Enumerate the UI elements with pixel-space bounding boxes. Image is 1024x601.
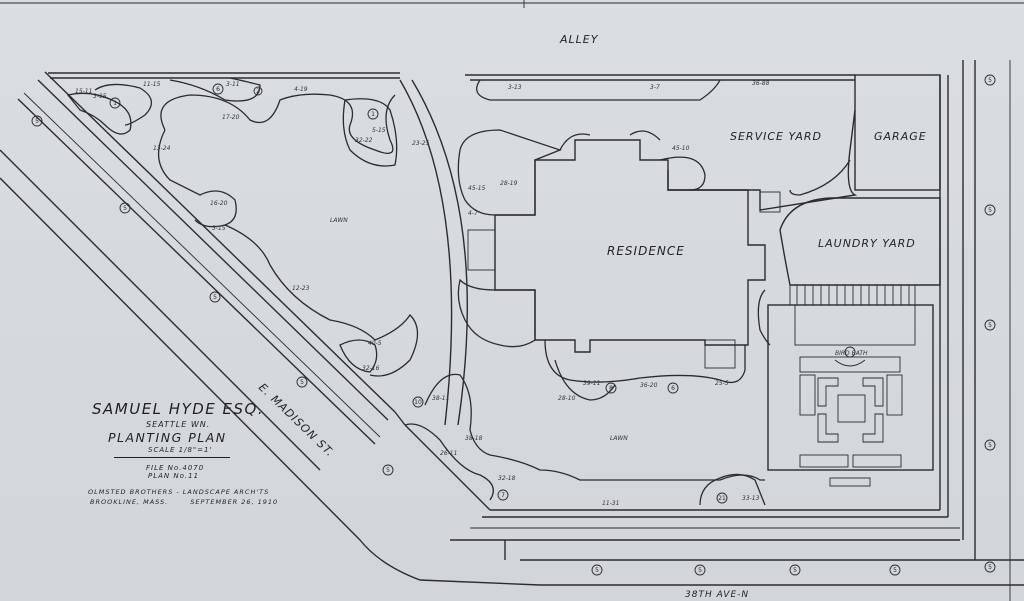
svg-text:32-18: 32-18	[498, 475, 516, 482]
svg-text:5: 5	[213, 294, 217, 301]
svg-text:5: 5	[698, 567, 702, 574]
pergola	[789, 284, 916, 306]
svg-text:5: 5	[595, 567, 599, 574]
plan-title: PLANTING PLAN	[108, 430, 227, 445]
service-steps	[759, 191, 781, 213]
svg-text:38-11: 38-11	[432, 395, 449, 402]
lawn-west-label: LAWN	[330, 217, 348, 224]
planting-labels: 15-11 11-15 3-11 4-19 3-15 17-20 5-15 32…	[75, 80, 770, 507]
east-street	[939, 60, 1011, 601]
svg-text:5: 5	[988, 77, 992, 84]
svg-text:5: 5	[386, 467, 390, 474]
laundry-yard-edge	[779, 197, 941, 286]
service-yard-edge	[667, 109, 858, 211]
svg-text:3-15: 3-15	[212, 225, 226, 232]
svg-text:5: 5	[988, 322, 992, 329]
svg-text:6: 6	[671, 385, 675, 392]
svg-text:25-5: 25-5	[715, 380, 729, 387]
svg-text:8: 8	[609, 385, 613, 392]
bird-bath	[844, 346, 856, 358]
svg-text:5: 5	[893, 567, 897, 574]
svg-text:2: 2	[256, 88, 260, 95]
svg-text:39-11: 39-11	[583, 380, 600, 387]
svg-text:21: 21	[718, 495, 726, 502]
svg-text:28-10: 28-10	[558, 395, 576, 402]
svg-text:15-11: 15-11	[75, 88, 92, 95]
svg-text:6: 6	[216, 86, 220, 93]
planting-beds	[66, 77, 851, 506]
svg-text:5: 5	[988, 564, 992, 571]
svg-text:38-18: 38-18	[465, 435, 483, 442]
title-block: SAMUEL HYDE ESQ. SEATTLE WN. PLANTING PL…	[88, 400, 298, 506]
svg-text:3-13: 3-13	[508, 84, 522, 91]
svg-text:11-31: 11-31	[602, 500, 619, 507]
svg-text:12-23: 12-23	[292, 285, 310, 292]
laundry-yard-label: LAUNDRY YARD	[818, 237, 916, 250]
garage-building	[854, 74, 941, 191]
location: SEATTLE WN.	[146, 420, 211, 429]
svg-text:10: 10	[414, 399, 422, 406]
scale-bar	[114, 454, 230, 458]
svg-text:5: 5	[793, 567, 797, 574]
firm-city-date: BROOKLINE, MASS. SEPTEMBER 26, 1910	[90, 498, 298, 506]
svg-text:32-16: 32-16	[362, 365, 380, 372]
svg-text:5: 5	[35, 118, 39, 125]
bird-bath-label: BIRD BATH	[835, 350, 868, 357]
south-steps	[704, 339, 736, 369]
38th-ave-label: 38TH AVE-N	[685, 590, 749, 600]
svg-text:28-19: 28-19	[500, 180, 518, 187]
svg-text:13-24: 13-24	[153, 145, 171, 152]
north-fence	[48, 72, 855, 81]
svg-text:4-7: 4-7	[468, 210, 478, 217]
svg-text:4-19: 4-19	[294, 86, 308, 93]
svg-text:33-13: 33-13	[742, 495, 760, 502]
svg-text:36-88: 36-88	[752, 80, 770, 87]
file-number: FILE No.4070	[146, 464, 205, 472]
client-name: SAMUEL HYDE ESQ.	[92, 400, 265, 418]
svg-text:7: 7	[501, 492, 505, 499]
svg-text:16-20: 16-20	[210, 200, 228, 207]
svg-text:3-7: 3-7	[650, 84, 660, 91]
plan-number: PLAN No.11	[148, 472, 200, 480]
svg-text:1: 1	[371, 111, 375, 118]
plan-date: SEPTEMBER 26, 1910	[190, 498, 279, 506]
svg-text:23-25: 23-25	[412, 140, 430, 147]
svg-text:1: 1	[113, 100, 117, 107]
svg-text:5: 5	[123, 205, 127, 212]
street-tree-markers: 5 5 5 5 5 5 5 5 5 5 5 5 5 5	[31, 74, 996, 576]
svg-text:3-11: 3-11	[226, 81, 240, 88]
svg-text:5: 5	[988, 207, 992, 214]
alley-label: ALLEY	[559, 33, 599, 46]
svg-text:5: 5	[988, 442, 992, 449]
drive-edge-inner	[411, 79, 468, 426]
service-yard-label: SERVICE YARD	[730, 130, 822, 143]
formal-garden	[767, 304, 934, 487]
svg-text:45-15: 45-15	[468, 185, 486, 192]
west-steps	[467, 229, 496, 271]
svg-text:32-22: 32-22	[355, 137, 373, 144]
38th-ave-street	[404, 424, 1024, 586]
firm-name: OLMSTED BROTHERS - LANDSCAPE ARCH'TS	[88, 488, 270, 496]
bed-number-markers: 1 2 6 1 10 7 8 6 21	[109, 83, 728, 504]
svg-text:40-5: 40-5	[368, 340, 382, 347]
svg-text:5: 5	[300, 379, 304, 386]
drive-edge-outer	[399, 79, 453, 426]
firm-city: BROOKLINE, MASS.	[90, 498, 169, 506]
e-madison-street	[0, 71, 541, 586]
svg-text:26-11: 26-11	[440, 450, 457, 457]
residence-label: RESIDENCE	[607, 244, 685, 258]
svg-text:17-20: 17-20	[222, 114, 240, 121]
svg-text:11-15: 11-15	[143, 81, 161, 88]
svg-text:45-10: 45-10	[672, 145, 690, 152]
scale-label: SCALE 1/8"=1'	[148, 446, 213, 454]
lawn-south-label: LAWN	[610, 435, 628, 442]
svg-text:5-15: 5-15	[372, 127, 386, 134]
garage-label: GARAGE	[874, 130, 927, 143]
svg-text:3-15: 3-15	[93, 93, 107, 100]
svg-text:36-20: 36-20	[640, 382, 658, 389]
